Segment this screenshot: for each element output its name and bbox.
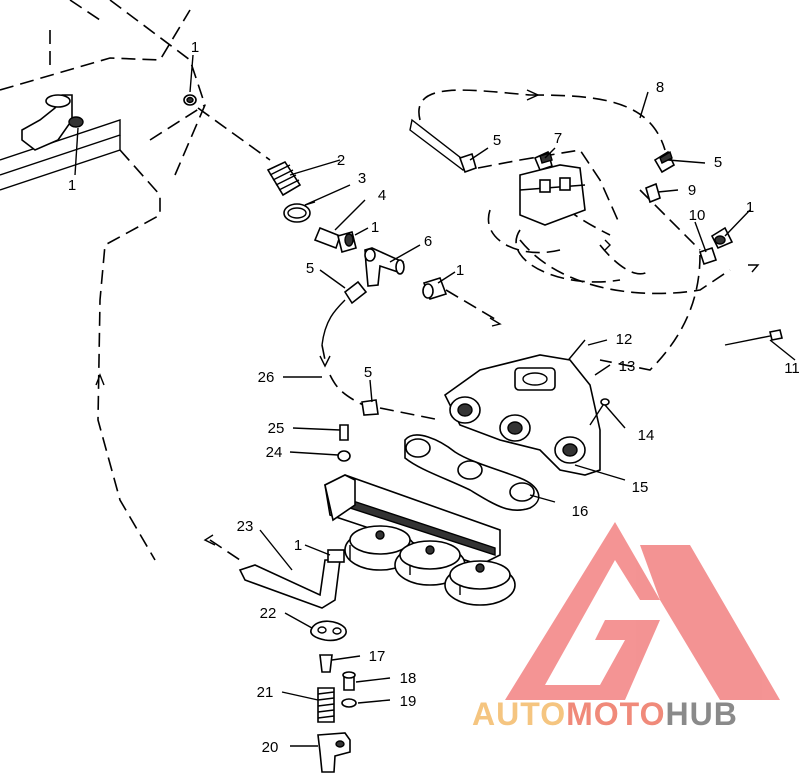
spring-part-2 bbox=[266, 160, 302, 197]
label-8: 8 bbox=[656, 79, 664, 96]
hose-part-4 bbox=[313, 226, 341, 250]
label-1-sleeve-b: 1 bbox=[456, 262, 464, 279]
label-17: 17 bbox=[369, 648, 386, 665]
flow-arrow-b bbox=[489, 317, 502, 327]
tee-fitting-part-6 bbox=[364, 247, 405, 287]
label-9: 9 bbox=[688, 182, 696, 199]
label-18: 18 bbox=[400, 670, 417, 687]
hose-route-c bbox=[379, 407, 441, 421]
fitting-part-10 bbox=[698, 246, 718, 266]
label-7: 7 bbox=[554, 130, 562, 147]
label-2: 2 bbox=[337, 152, 345, 169]
elbow-fitting bbox=[21, 94, 84, 151]
callout-labels: 1 1 1 1 1 1 2 3 4 5 5 5 5 6 7 8 9 10 11 … bbox=[68, 39, 800, 756]
fitting-part-9 bbox=[645, 182, 661, 204]
intake-block bbox=[519, 164, 586, 226]
label-26: 26 bbox=[258, 369, 275, 386]
label-1-top: 1 bbox=[191, 39, 199, 56]
label-16: 16 bbox=[572, 503, 589, 520]
label-25: 25 bbox=[268, 420, 285, 437]
clamp-part-3 bbox=[283, 201, 316, 223]
label-6: 6 bbox=[424, 233, 432, 250]
label-15: 15 bbox=[632, 479, 649, 496]
washer-part-24 bbox=[337, 450, 351, 462]
watermark-logo bbox=[505, 522, 780, 700]
label-21: 21 bbox=[257, 684, 274, 701]
hose-part-5-left bbox=[321, 280, 368, 346]
hose-end-part-5-right bbox=[653, 150, 676, 174]
hose-route-a bbox=[197, 107, 271, 161]
label-23: 23 bbox=[237, 518, 254, 535]
label-20: 20 bbox=[262, 739, 279, 756]
label-5-left: 5 bbox=[306, 260, 314, 277]
watermark-auto: AUTO bbox=[472, 696, 566, 732]
spring-part-21 bbox=[317, 687, 335, 723]
plug-part-18 bbox=[342, 671, 356, 691]
label-13: 13 bbox=[619, 358, 636, 375]
label-4: 4 bbox=[378, 187, 386, 204]
valve-housing-part-20 bbox=[317, 732, 351, 773]
fitting-part-1-top bbox=[183, 94, 197, 106]
gasket-part-22 bbox=[310, 620, 347, 642]
label-24: 24 bbox=[266, 444, 283, 461]
label-19: 19 bbox=[400, 693, 417, 710]
watermark-hub: HUB bbox=[665, 696, 737, 732]
label-5-right: 5 bbox=[714, 154, 722, 171]
engine-housing-outline bbox=[0, 0, 206, 561]
label-12: 12 bbox=[616, 331, 633, 348]
sleeve-part-1-b bbox=[422, 277, 448, 300]
engine-ghost-outline bbox=[409, 89, 760, 371]
hose-route-26-a bbox=[321, 344, 326, 361]
label-5-top: 5 bbox=[493, 132, 501, 149]
label-10: 10 bbox=[689, 207, 706, 224]
sleeve-part-1-c bbox=[327, 549, 345, 563]
leader-lines bbox=[74, 54, 796, 747]
label-1-sleeve-a: 1 bbox=[371, 219, 379, 236]
gasket-part-16 bbox=[404, 434, 540, 512]
hose-end-part-5-lower bbox=[361, 399, 379, 416]
screw-part-25 bbox=[339, 424, 349, 441]
hose-route-b bbox=[445, 289, 501, 323]
label-1-sleeve-c: 1 bbox=[294, 537, 302, 554]
watermark-moto: MOTO bbox=[566, 696, 665, 732]
flow-arrow-left bbox=[95, 373, 105, 386]
bolt-part-11 bbox=[724, 329, 783, 346]
label-11: 11 bbox=[784, 360, 800, 377]
label-14: 14 bbox=[638, 427, 655, 444]
label-5-lower: 5 bbox=[364, 364, 372, 381]
watermark-text: AUTOMOTOHUB bbox=[472, 696, 738, 732]
sleeve-part-1-a bbox=[337, 231, 357, 253]
label-1-right: 1 bbox=[746, 199, 754, 216]
label-3: 3 bbox=[358, 170, 366, 187]
label-22: 22 bbox=[260, 605, 277, 622]
washer-part-19 bbox=[341, 698, 357, 708]
exhaust-manifold-part-15 bbox=[443, 354, 601, 476]
label-1-left: 1 bbox=[68, 177, 76, 194]
fitting-part-7 bbox=[533, 150, 553, 171]
valve-part-17 bbox=[319, 654, 333, 673]
hose-route-23 bbox=[209, 539, 241, 561]
flow-arrow-23 bbox=[203, 534, 216, 546]
flow-arrow-26 bbox=[319, 355, 331, 368]
cylinder-head-assembly bbox=[324, 474, 516, 606]
